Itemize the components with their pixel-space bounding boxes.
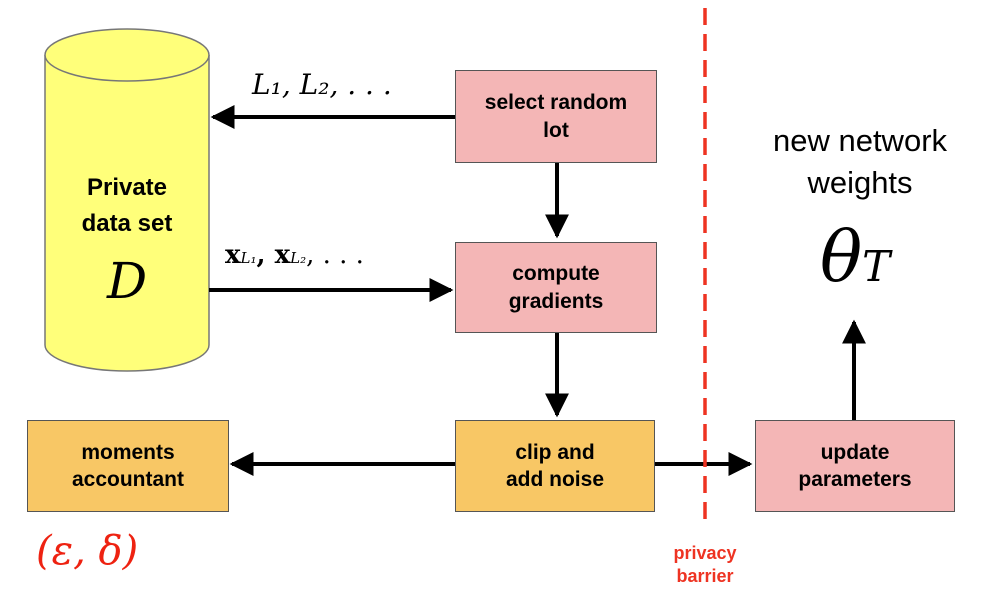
dataset-label-line2: data set [81, 210, 173, 237]
clip-box-line1: clip and [515, 440, 595, 464]
x-lots-tail: , . . . [306, 240, 364, 270]
x-lots-main: x [225, 240, 241, 270]
select-box-line1: select random [484, 91, 628, 115]
x-lots-label: xL₁, xL₂, . . . [225, 240, 364, 270]
moments-box-line1: moments [81, 440, 175, 464]
privacy-barrier-line2: barrier [676, 566, 734, 587]
update-box-line2: parameters [798, 468, 912, 491]
theta-sub: T [862, 242, 891, 291]
privacy-barrier-line1: privacy [673, 543, 737, 563]
x-lots-sub1: L₁ [240, 249, 257, 267]
compute-gradients-box: compute gradients [455, 242, 657, 333]
clip-add-noise-box: clip and add noise [455, 420, 655, 512]
new-weights-label: new network weights [755, 120, 965, 204]
dataset-symbol: D [106, 252, 148, 310]
dataset-cylinder [44, 28, 210, 372]
update-parameters-box: update parameters [755, 420, 955, 512]
compute-box-line2: gradients [508, 289, 604, 313]
dataset-label-line1: Private [86, 174, 168, 201]
dataset-label: Private data set [45, 170, 209, 242]
new-weights-line1: new network [772, 123, 948, 158]
new-weights-line2: weights [807, 164, 913, 200]
select-box-line2: lot [543, 118, 569, 142]
select-random-lot-box: select random lot [455, 70, 657, 163]
epsilon-delta-label: (ε, δ) [36, 528, 139, 574]
moments-accountant-box: moments accountant [27, 420, 229, 512]
theta-main: θ [820, 216, 863, 298]
update-box-line1: update [820, 440, 890, 464]
lots-label: L₁, L₂, . . . [252, 68, 392, 101]
privacy-barrier-label: privacy barrier [650, 542, 760, 589]
compute-box-line1: compute [512, 262, 600, 286]
theta-symbol: θT [820, 222, 890, 292]
x-lots-sub2: L₂ [290, 249, 307, 267]
clip-box-line2: add noise [505, 468, 605, 491]
x-lots-sep: , x [256, 240, 291, 270]
moments-box-line2: accountant [71, 468, 184, 491]
